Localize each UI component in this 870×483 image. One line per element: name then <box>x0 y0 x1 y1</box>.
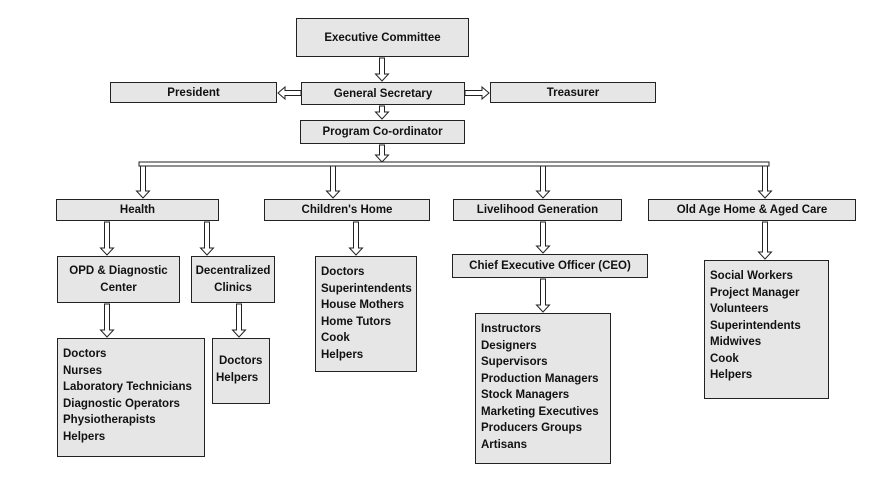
ceo-box: Chief Executive Officer (CEO) <box>452 254 648 278</box>
list-item: Cook <box>710 352 739 365</box>
ceo-label: Chief Executive Officer (CEO) <box>469 260 631 272</box>
secretary-to-coordinator-arrow <box>374 105 390 120</box>
treasurer-box: Treasurer <box>490 82 656 103</box>
decentralized-clinics-box: Decentralized Clinics <box>191 256 275 303</box>
general-secretary-label: General Secretary <box>333 87 433 100</box>
executive-to-secretary-arrow <box>374 57 390 82</box>
list-item: Supervisors <box>481 356 548 368</box>
bus-to-health-arrow <box>135 165 151 199</box>
health-to-decentralized-arrow <box>199 221 215 256</box>
list-item: Cook <box>321 332 350 344</box>
program-coordinator-label: Program Co-ordinator <box>322 126 443 138</box>
health-to-opd-arrow <box>99 221 115 256</box>
list-item: Doctors <box>321 266 365 278</box>
list-item: Volunteers <box>710 303 769 315</box>
bus-to-old-age-home-arrow <box>757 165 773 199</box>
bus-to-childrens-home-arrow <box>325 165 341 199</box>
list-item: Producers Groups <box>481 422 582 434</box>
opd-to-staff-arrow <box>99 303 115 338</box>
list-item: Home Tutors <box>321 315 392 328</box>
opd-diagnostic-center-box: OPD & Diagnostic Center <box>57 256 180 303</box>
executive-committee-label: Executive Committee <box>324 31 441 44</box>
list-item: Doctors <box>63 348 107 360</box>
list-item: Production Managers <box>481 372 599 385</box>
list-item: Instructors <box>481 323 542 335</box>
list-item: Helpers <box>321 348 364 361</box>
list-item: Artisans <box>481 438 528 451</box>
list-item: Superintendents <box>321 282 412 295</box>
list-item: Midwives <box>710 336 762 348</box>
livelihood-to-ceo-arrow <box>535 221 551 254</box>
list-item: Doctors <box>219 355 263 367</box>
childrens-home-box: Children's Home <box>264 199 430 221</box>
livelihood-generation-label: Livelihood Generation <box>476 204 599 216</box>
ceo-to-staff-arrow <box>535 278 551 313</box>
old-age-home-staff-list: Social Workers Project Manager Volunteer… <box>704 260 829 399</box>
secretary-to-treasurer-arrow <box>464 85 490 101</box>
childrens-home-to-staff-arrow <box>348 221 364 256</box>
decentralized-to-staff-arrow <box>231 303 247 338</box>
decentralized-label-line2: Clinics <box>214 281 252 294</box>
list-item: Helpers <box>710 369 753 381</box>
treasurer-label: Treasurer <box>546 86 600 99</box>
list-item: Marketing Executives <box>481 405 599 418</box>
ceo-staff-list: Instructors Designers Supervisors Produc… <box>475 313 611 464</box>
list-item: Nurses <box>63 364 102 377</box>
health-label: Health <box>119 204 156 216</box>
health-box: Health <box>56 199 219 221</box>
list-item: Physiotherapists <box>63 414 156 426</box>
opd-label-line2: Center <box>100 281 137 294</box>
executive-committee-box: Executive Committee <box>296 18 469 57</box>
coordinator-to-bus-arrow <box>374 144 390 163</box>
childrens-home-label: Children's Home <box>301 204 393 216</box>
general-secretary-box: General Secretary <box>301 82 465 105</box>
program-coordinator-box: Program Co-ordinator <box>300 120 465 144</box>
list-item: Helpers <box>63 430 106 443</box>
secretary-to-president-arrow <box>277 85 302 101</box>
bus-to-livelihood-arrow <box>535 165 551 199</box>
list-item: Project Manager <box>710 286 800 299</box>
livelihood-generation-box: Livelihood Generation <box>453 199 622 221</box>
list-item: House Mothers <box>321 299 405 311</box>
childrens-home-staff-list: Doctors Superintendents House Mothers Ho… <box>315 256 417 372</box>
opd-staff-list: Doctors Nurses Laboratory Technicians Di… <box>57 338 205 457</box>
president-box: President <box>110 82 277 103</box>
old-age-home-label: Old Age Home & Aged Care <box>676 204 828 216</box>
list-item: Helpers <box>216 371 259 384</box>
decentralized-staff-list: Doctors Helpers <box>212 338 270 404</box>
president-label: President <box>167 86 220 99</box>
list-item: Stock Managers <box>481 389 570 401</box>
list-item: Social Workers <box>710 270 793 282</box>
distribution-bus-line <box>138 161 770 167</box>
decentralized-label-line1: Decentralized <box>195 264 271 277</box>
old-age-home-box: Old Age Home & Aged Care <box>648 199 856 221</box>
list-item: Designers <box>481 339 537 352</box>
list-item: Superintendents <box>710 319 801 332</box>
list-item: Laboratory Technicians <box>63 381 192 393</box>
list-item: Diagnostic Operators <box>63 397 180 410</box>
opd-label-line1: OPD & Diagnostic <box>69 264 168 277</box>
old-age-home-to-staff-arrow <box>757 221 773 260</box>
